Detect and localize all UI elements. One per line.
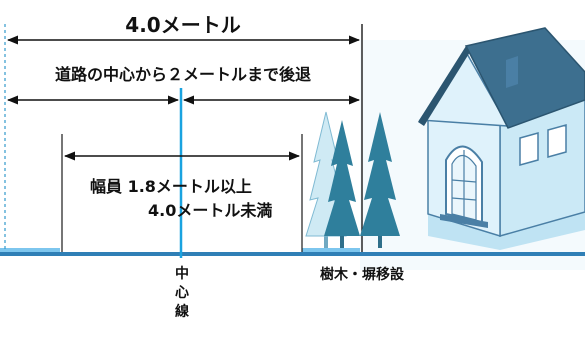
right-road-edge: [302, 248, 360, 252]
house-icon: [418, 27, 585, 250]
top-dimension-label: 4.0メートル: [125, 13, 240, 37]
tree-icon-dark-left: [324, 120, 360, 248]
ground-line: [0, 252, 585, 256]
tree-icon-dark-right: [360, 112, 400, 248]
center-line-label-char-3: 線: [175, 303, 189, 320]
trees-relocation-label: 樹木・塀移設: [320, 266, 405, 283]
left-road-edge: [0, 248, 60, 252]
center-line-label-char-2: 心: [175, 285, 189, 301]
road-width-label-line2: 4.0メートル未満: [148, 201, 272, 220]
road-width-label-line1: 幅員 1.8メートル以上: [90, 177, 252, 196]
center-line-label-char-1: 中: [175, 265, 189, 282]
setback-label: 道路の中心から２メートルまで後退: [55, 65, 311, 84]
